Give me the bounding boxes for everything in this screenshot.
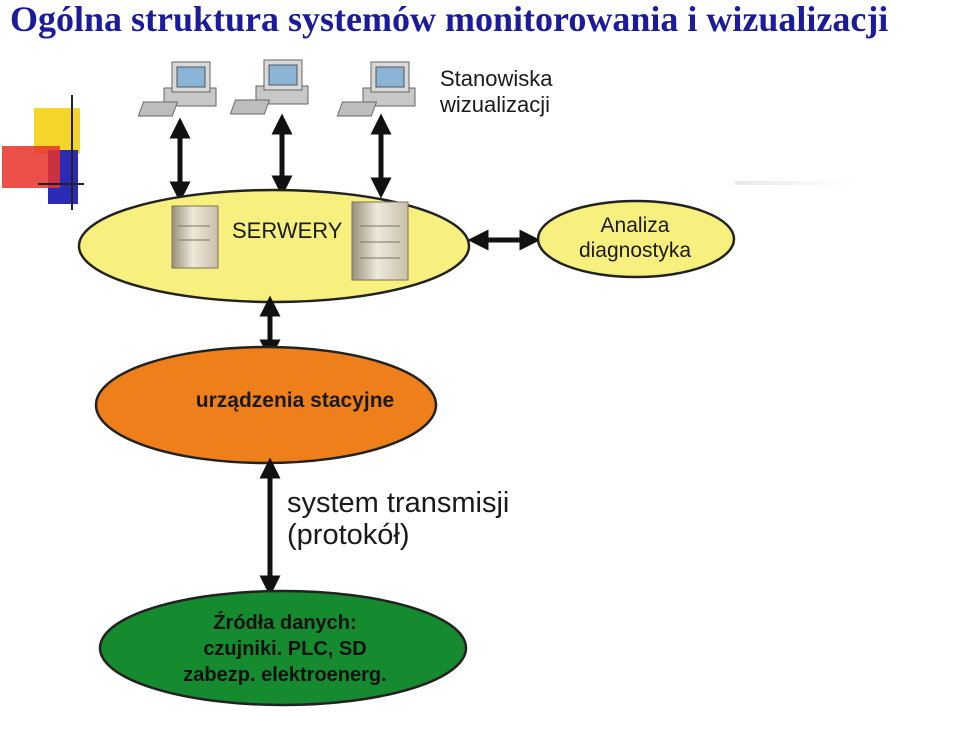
analysis-label-line: Analiza — [600, 214, 670, 237]
analysis-label-line: diagnostyka — [578, 239, 692, 262]
transmission-label-line: (protokół) — [287, 519, 410, 551]
servers-label: SERWERY — [232, 218, 343, 243]
data-sources-label-line: Źródła danych: — [213, 612, 357, 634]
data-sources-node — [98, 589, 468, 707]
workstation-computer — [229, 59, 309, 115]
station-devices-label: urządzenia stacyjne — [195, 389, 395, 412]
server-icon — [351, 201, 409, 281]
slide-title: Ogólna struktura systemów monitorowania … — [10, 0, 889, 39]
computer-icon — [137, 61, 217, 117]
data-sources-label: Źródła danych: czujniki. PLC, SD zabezp.… — [110, 610, 460, 688]
workstation-computer — [336, 61, 416, 117]
workstation-computer — [137, 61, 217, 117]
computer-icon — [336, 61, 416, 117]
server-icon — [171, 205, 219, 269]
workstations-label-line: Stanowiska — [440, 66, 553, 91]
transmission-label-line: system transmisji — [287, 487, 510, 519]
servers-node — [77, 188, 471, 304]
decorative-rule — [735, 181, 855, 185]
transmission-label: system transmisji (protokół) — [287, 487, 509, 551]
data-sources-label-line: zabezp. elektroenerg. — [183, 664, 387, 686]
analysis-label: Analiza diagnostyka — [560, 213, 710, 263]
workstations-label: Stanowiska wizualizacji — [440, 66, 553, 118]
analysis-node — [536, 199, 736, 279]
computer-icon — [229, 59, 309, 115]
data-sources-label-line: czujniki. PLC, SD — [203, 638, 367, 660]
decorative-logo — [2, 95, 84, 210]
workstations-label-line: wizualizacji — [440, 92, 551, 117]
